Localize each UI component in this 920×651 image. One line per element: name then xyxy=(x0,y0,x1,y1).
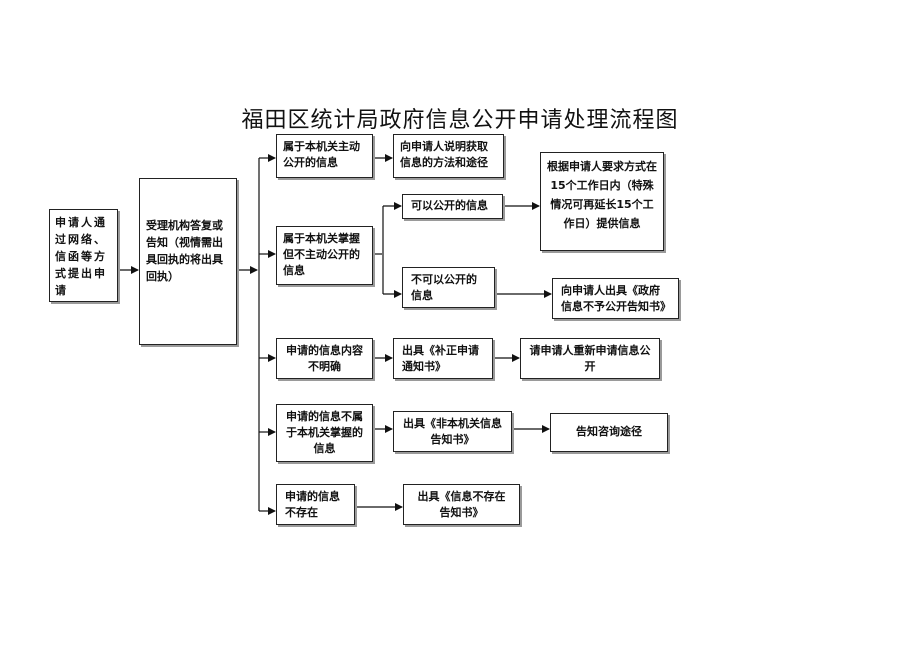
node-proactive: 属于本机关主动公开的信息 xyxy=(276,134,373,178)
node-nondisclosure-notice: 向申请人出具《政府信息不予公开告知书》 xyxy=(552,278,679,319)
node-can-disclose: 可以公开的信息 xyxy=(402,194,503,219)
node-not-this-agency-notice: 出具《非本机关信息告知书》 xyxy=(393,411,512,452)
node-not-held: 申请的信息不属于本机关掌握的信息 xyxy=(276,404,373,462)
node-not-exist-notice: 出具《信息不存在告知书》 xyxy=(403,484,520,525)
node-correction-notice: 出具《补正申请通知书》 xyxy=(393,338,493,379)
node-unclear-content: 申请的信息内容不明确 xyxy=(276,338,373,379)
node-cannot-disclose: 不可以公开的信息 xyxy=(402,267,495,308)
node-explain-access: 向申请人说明获取信息的方法和途径 xyxy=(393,134,504,178)
node-held-not-proactive: 属于本机关掌握但不主动公开的信息 xyxy=(276,226,373,285)
node-inform-channel: 告知咨询途径 xyxy=(550,413,668,452)
node-provide-info: 根据申请人要求方式在15个工作日内（特殊情况可再延长15个工作日）提供信息 xyxy=(540,152,664,251)
diagram-title: 福田区统计局政府信息公开申请处理流程图 xyxy=(241,108,679,133)
node-accept: 受理机构答复或告知（视情需出具回执的将出具回执） xyxy=(139,178,237,345)
node-applicant: 申请人通过网络、信函等方式提出申请 xyxy=(49,209,118,302)
node-not-exist: 申请的信息不存在 xyxy=(276,484,355,525)
node-reapply: 请申请人重新申请信息公开 xyxy=(520,338,660,379)
